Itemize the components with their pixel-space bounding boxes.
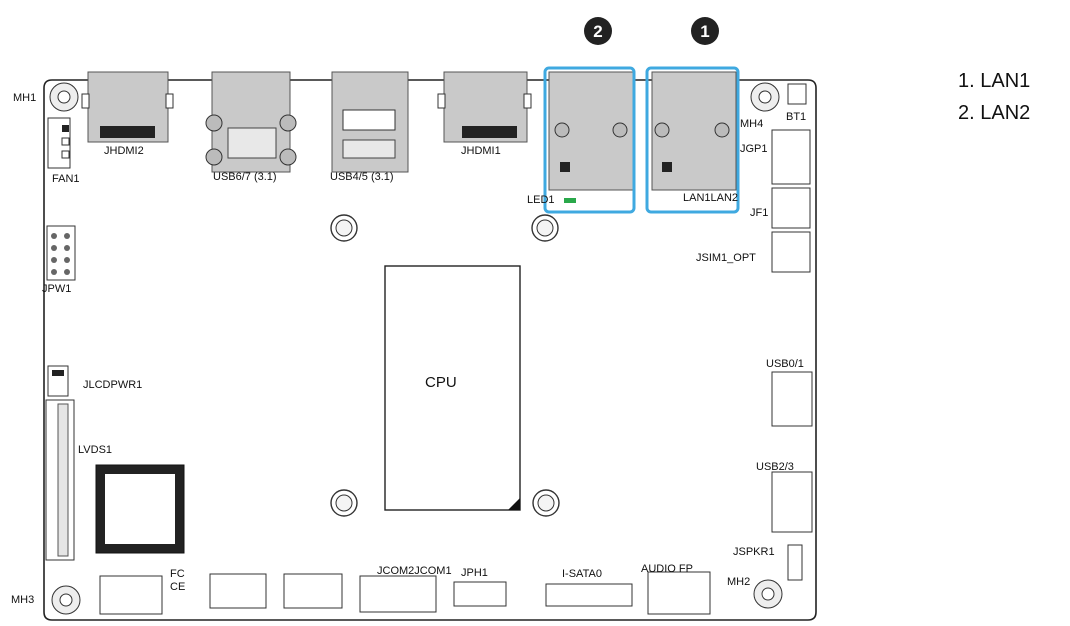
jf1-header — [771, 187, 811, 229]
label-usb01: USB0/1 — [766, 358, 804, 370]
label-mh1: MH1 — [13, 92, 36, 104]
jlcdpwr1-header — [47, 365, 69, 397]
label-jsim1: JSIM1_OPT — [696, 252, 756, 264]
highlight-lan1 — [645, 66, 740, 214]
usb23-header — [771, 471, 813, 533]
label-jcom: JCOM2JCOM1 — [377, 565, 452, 577]
hdmi-port-jhdmi1 — [437, 71, 532, 143]
label-mh4: MH4 — [740, 118, 763, 130]
isata0-connector — [545, 583, 633, 607]
label-cpu: CPU — [425, 374, 457, 391]
label-fan1: FAN1 — [52, 173, 80, 185]
jph1-connector — [453, 581, 507, 607]
jpw1-header — [46, 225, 76, 281]
bottom-connector — [283, 573, 343, 609]
label-led1: LED1 — [527, 194, 555, 206]
standoff — [531, 214, 559, 242]
legend-item-lan1: 1. LAN1 — [958, 70, 1031, 92]
highlight-lan2 — [543, 66, 636, 214]
lan-port-lan2 — [548, 71, 634, 191]
jcom-connector — [359, 575, 437, 613]
label-mh2: MH2 — [727, 576, 750, 588]
label-usb45: USB4/5 (3.1) — [330, 171, 394, 183]
label-jspkr1: JSPKR1 — [733, 546, 775, 558]
usb-port-usb67 — [205, 71, 297, 173]
jspkr1-header — [787, 544, 803, 581]
legend-item-lan2: 2. LAN2 — [958, 102, 1031, 124]
label-jgp1: JGP1 — [740, 143, 768, 155]
standoff — [330, 489, 358, 517]
lvds1-connector — [45, 399, 75, 561]
label-lan1lan2: LAN1LAN2 — [683, 192, 738, 204]
bottom-connector — [209, 573, 267, 609]
label-usb67: USB6/7 (3.1) — [213, 171, 277, 183]
callout-1: 1 — [691, 17, 719, 45]
lan-port-lan1 — [651, 71, 737, 191]
label-ce: CE — [170, 581, 185, 593]
label-jlcdpwr1: JLCDPWR1 — [83, 379, 142, 391]
mount-hole-mh1 — [49, 82, 79, 112]
bottom-connector — [99, 575, 163, 615]
label-audiofp: AUDIO FP — [641, 563, 693, 575]
label-jph1: JPH1 — [461, 567, 488, 579]
standoff — [330, 214, 358, 242]
label-lvds1: LVDS1 — [78, 444, 112, 456]
fan1-header — [47, 117, 71, 169]
jsim1-header — [771, 231, 811, 273]
callout-1-text: 1 — [700, 22, 709, 41]
jgp1-header — [771, 129, 811, 185]
label-jhdmi1: JHDMI1 — [461, 145, 501, 157]
standoff — [532, 489, 560, 517]
label-jpw1: JPW1 — [42, 283, 71, 295]
label-jf1: JF1 — [750, 207, 768, 219]
usb01-header — [771, 371, 813, 427]
mount-hole-mh3 — [51, 585, 81, 615]
hdmi-port-jhdmi2 — [81, 71, 174, 143]
label-bt1: BT1 — [786, 111, 806, 123]
label-jhdmi2: JHDMI2 — [104, 145, 144, 157]
controller-chip — [95, 464, 185, 554]
callout-2: 2 — [584, 17, 612, 45]
mount-hole-mh4 — [750, 82, 780, 112]
callout-2-text: 2 — [593, 22, 602, 41]
label-isata0: I-SATA0 — [562, 568, 602, 580]
label-fc: FC — [170, 568, 185, 580]
usb-port-usb45 — [331, 71, 409, 173]
label-mh3: MH3 — [11, 594, 34, 606]
bt1-battery — [787, 83, 807, 105]
label-usb23: USB2/3 — [756, 461, 794, 473]
led1-indicator — [564, 198, 576, 203]
mount-hole-mh2 — [753, 579, 783, 609]
audio-fp-header — [647, 571, 711, 615]
cpu-package — [384, 265, 521, 511]
